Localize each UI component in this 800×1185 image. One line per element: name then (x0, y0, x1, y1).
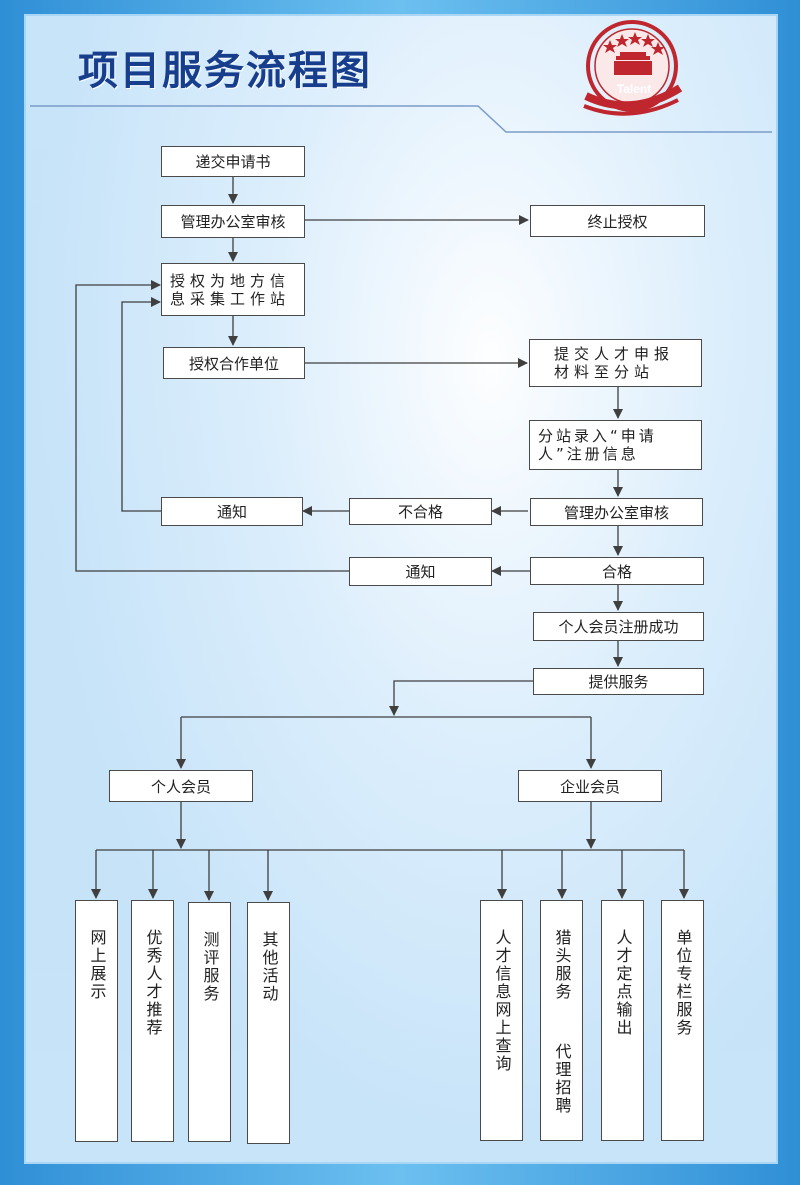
service-label: 网上展示 (87, 929, 107, 1001)
personal-service-assessment: 测评服务 (188, 902, 231, 1142)
service-label: 人才信息网上查询 (492, 929, 512, 1073)
page-title: 项目服务流程图 (78, 47, 372, 94)
logo-text: Talent (616, 82, 652, 96)
node-provide-service: 提供服务 (533, 668, 704, 695)
node-notice-1: 通知 (161, 497, 303, 526)
service-label: 单位专栏服务 (673, 929, 693, 1037)
personal-service-other-activities: 其他活动 (247, 902, 290, 1144)
service-label: 猎头服务 代理招聘 (552, 929, 572, 1115)
node-pass: 合格 (530, 557, 704, 585)
service-label: 测评服务 (200, 931, 220, 1003)
enterprise-service-talent-query: 人才信息网上查询 (480, 900, 523, 1141)
personal-service-online-display: 网上展示 (75, 900, 118, 1142)
node-enterprise-member: 企业会员 (518, 770, 662, 802)
talent-logo-icon (583, 20, 683, 116)
service-label: 优秀人才推荐 (143, 929, 163, 1037)
node-submit-materials: 提交人才申报材料至分站 (529, 339, 702, 387)
service-label: 其他活动 (259, 931, 279, 1003)
node-submit-application: 递交申请书 (161, 146, 305, 177)
node-office-review-2: 管理办公室审核 (530, 498, 703, 526)
node-terminate-authorization: 终止授权 (530, 205, 705, 237)
node-office-review-1: 管理办公室审核 (161, 205, 305, 238)
node-fail: 不合格 (349, 498, 492, 525)
service-label: 人才定点输出 (613, 929, 633, 1037)
enterprise-service-talent-export: 人才定点输出 (601, 900, 644, 1141)
node-register-applicant: 分站录入“申请人”注册信息 (529, 420, 702, 470)
node-partner-unit: 授权合作单位 (163, 347, 305, 379)
node-info-collection-site: 授权为地方信息采集工作站 (161, 263, 305, 316)
enterprise-service-headhunting: 猎头服务 代理招聘 (540, 900, 583, 1141)
node-member-registered: 个人会员注册成功 (533, 612, 704, 641)
enterprise-service-column: 单位专栏服务 (661, 900, 704, 1141)
node-notice-2: 通知 (349, 557, 492, 586)
node-personal-member: 个人会员 (109, 770, 253, 802)
personal-service-talent-recommend: 优秀人才推荐 (131, 900, 174, 1142)
